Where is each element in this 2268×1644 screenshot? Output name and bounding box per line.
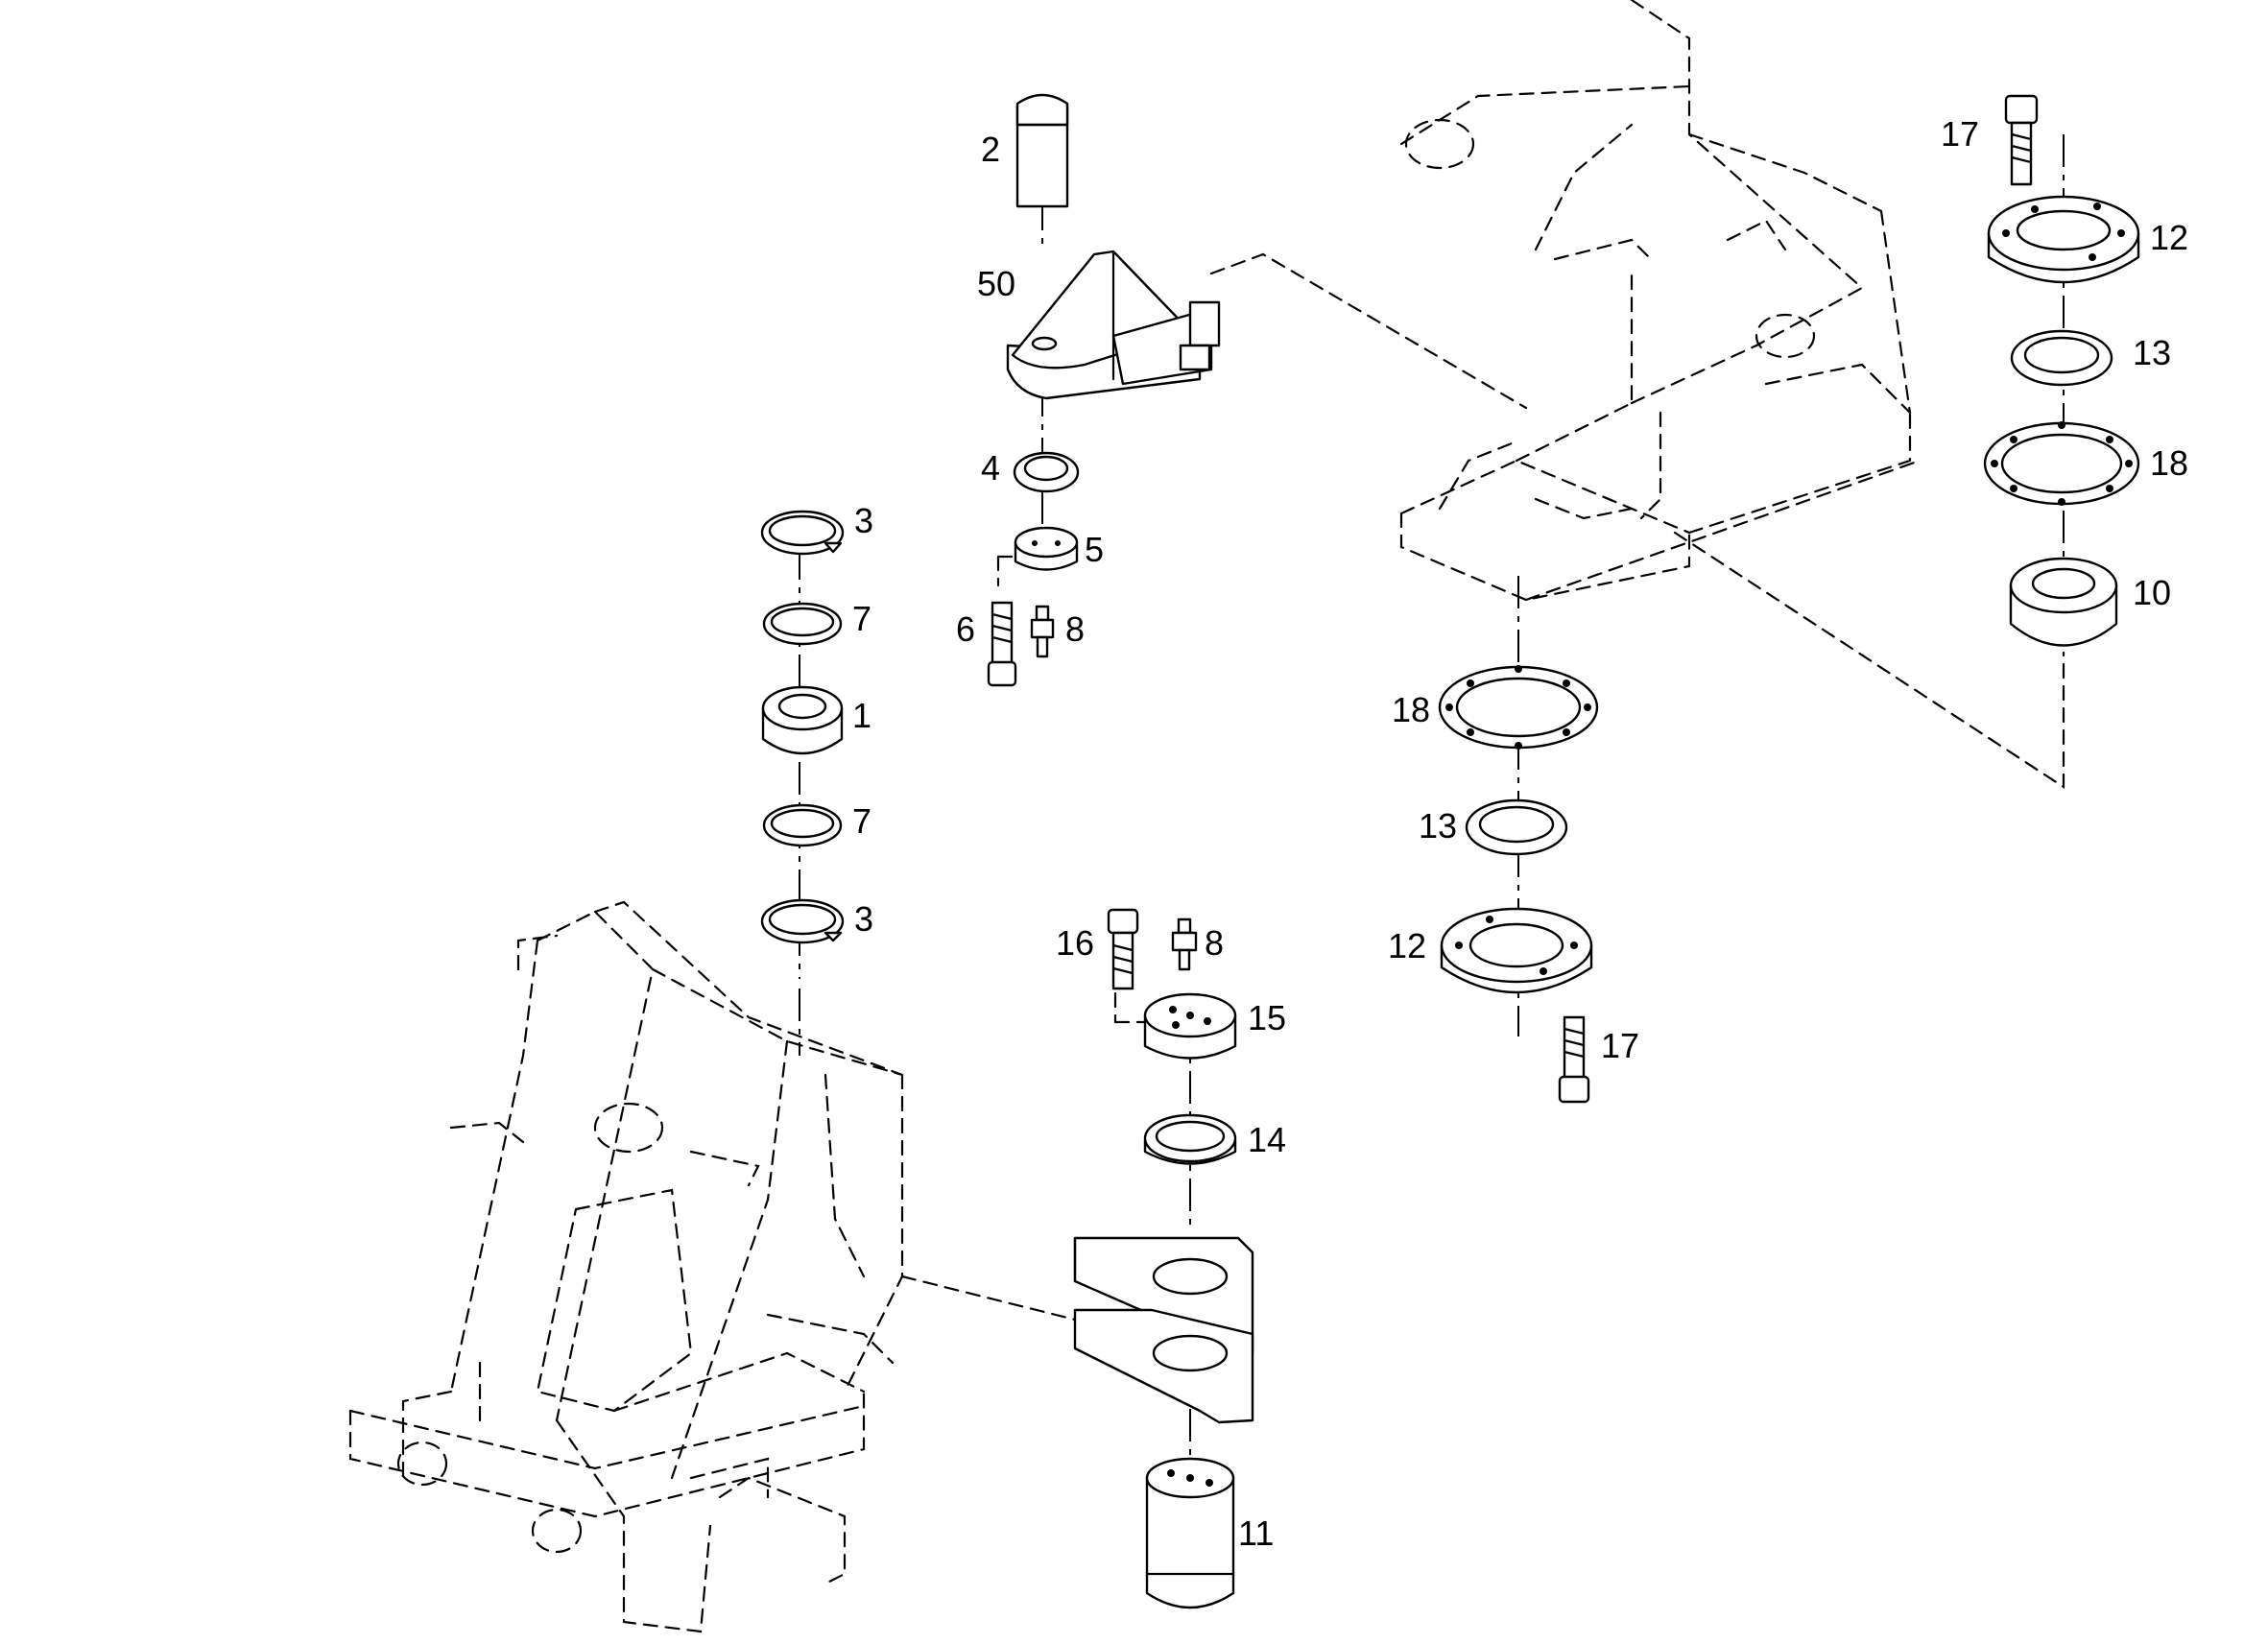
part-12-flange-top [1987,195,2140,284]
callout-17-mid: 17 [1601,1026,1639,1065]
part-10-bushing [2009,557,2118,647]
callout-50: 50 [977,264,1015,303]
part-12-flange-mid [1440,907,1593,994]
callout-8-bottom: 8 [1205,923,1224,963]
callout-2: 2 [981,130,1000,169]
callout-13-mid: 13 [1419,806,1457,846]
callout-10: 10 [2133,573,2171,612]
part-7-ring-top [762,602,843,646]
callout-17-top: 17 [1941,114,1979,154]
part-17-bolt-top [2004,94,2039,186]
callout-11: 11 [1238,1513,1274,1553]
part-18-gasket-top [1983,421,2140,506]
callout-4: 4 [981,448,1000,488]
callout-3-bottom: 3 [854,899,873,939]
callout-labels: 2 50 4 5 6 8 3 7 1 7 3 16 8 15 14 11 18 … [852,114,2188,1553]
callout-14: 14 [1248,1120,1286,1159]
callout-3-top: 3 [854,501,873,540]
part-8-grease-nipple-top [1030,605,1055,658]
center-lines [799,134,2065,1459]
callout-18-mid: 18 [1392,690,1430,729]
part-11-pin [1145,1457,1235,1609]
part-8-grease-nipple-bottom [1171,917,1198,971]
part-17-bolt-mid [1558,1015,1590,1104]
part-16-bolt [1107,908,1139,990]
part-13-seal-mid [1465,798,1568,856]
part-6-bolt [987,601,1017,687]
part-3-snap-ring-bottom [760,898,845,944]
callout-7-top: 7 [852,599,871,638]
callout-15: 15 [1248,998,1286,1037]
part-2-pin [1015,93,1069,208]
part-15-cap [1143,992,1237,1060]
callout-1: 1 [852,696,871,735]
part-18-gasket-mid [1438,665,1599,750]
part-13-seal-top [2010,329,2113,387]
loader-frame-right [1399,0,1922,602]
part-5-cap [1014,526,1079,571]
callout-8-top: 8 [1065,609,1085,649]
part-3-snap-ring-top [760,510,845,556]
callout-13-top: 13 [2133,333,2171,372]
part-4-ring [1013,451,1080,493]
part-50-bracket [1006,250,1221,400]
callout-16: 16 [1056,923,1094,963]
callout-12-mid: 12 [1388,926,1426,965]
callout-12-top: 12 [2150,218,2188,257]
callout-18-top: 18 [2150,443,2188,483]
part-14-seal [1143,1113,1237,1165]
part-1-bushing [761,685,844,755]
lower-hinge-bracket [1073,1236,1254,1424]
connector-lines [900,252,2065,1322]
callout-6: 6 [956,609,975,649]
part-7-ring-bottom [762,803,843,847]
loader-frame-left [348,900,904,1633]
callout-5: 5 [1085,530,1104,569]
callout-7-bottom: 7 [852,801,871,841]
